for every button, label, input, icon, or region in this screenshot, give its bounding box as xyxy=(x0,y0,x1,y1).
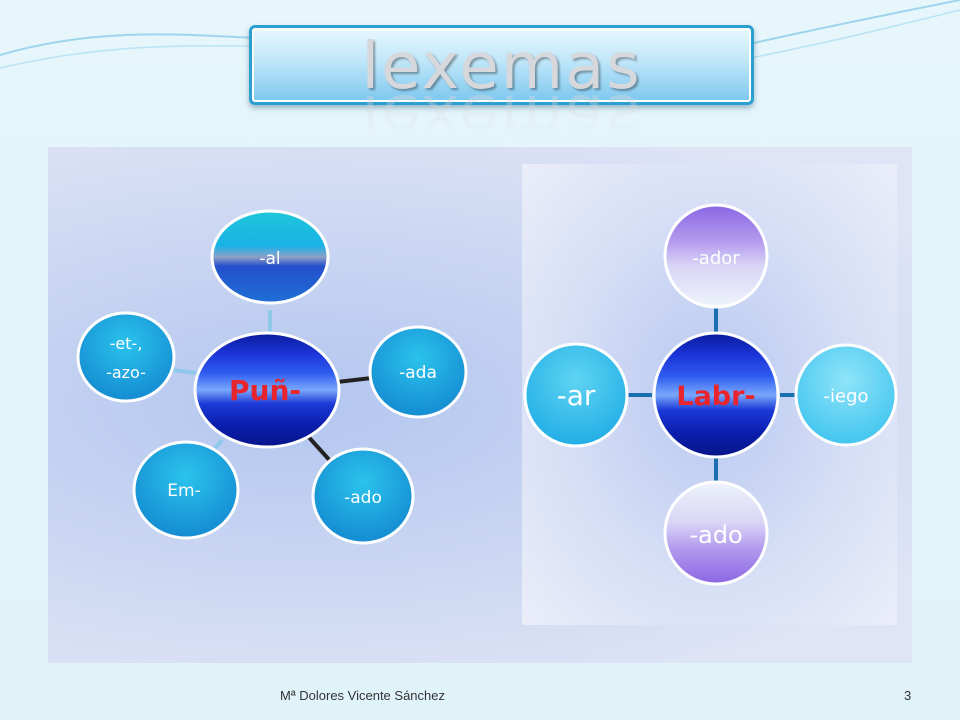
node-iego-label: -iego xyxy=(823,386,868,407)
node-ada-label: -ada xyxy=(399,363,437,383)
node-ador-label: -ador xyxy=(692,248,740,269)
node-ar xyxy=(523,342,629,448)
node-et-label: -et-, xyxy=(110,334,143,353)
node-et-azo xyxy=(76,311,176,403)
slide-title: lexemas xyxy=(361,30,642,104)
node-al-label: -al xyxy=(259,249,280,269)
center-labr xyxy=(652,331,780,459)
node-al xyxy=(210,209,330,305)
node-em xyxy=(132,440,240,540)
node-ado-left-label: -ado xyxy=(344,488,382,508)
node-ar-label: -ar xyxy=(557,379,596,412)
node-iego xyxy=(794,343,898,447)
page-number: 3 xyxy=(904,688,912,703)
footer-author: Mª Dolores Vicente Sánchez xyxy=(280,688,445,703)
node-ado-right xyxy=(663,480,769,586)
center-labr-label: Labr- xyxy=(676,381,755,412)
node-azo-label: -azo- xyxy=(106,363,146,382)
node-ada xyxy=(368,325,468,419)
node-ado-right-label: -ado xyxy=(689,521,742,549)
center-pun-label: Puñ- xyxy=(229,374,301,407)
right-connectors xyxy=(628,305,796,482)
node-ador xyxy=(663,203,769,309)
node-em-label: Em- xyxy=(167,481,200,501)
title-banner xyxy=(249,25,754,105)
node-ado-left xyxy=(311,447,415,545)
center-pun xyxy=(193,331,341,449)
